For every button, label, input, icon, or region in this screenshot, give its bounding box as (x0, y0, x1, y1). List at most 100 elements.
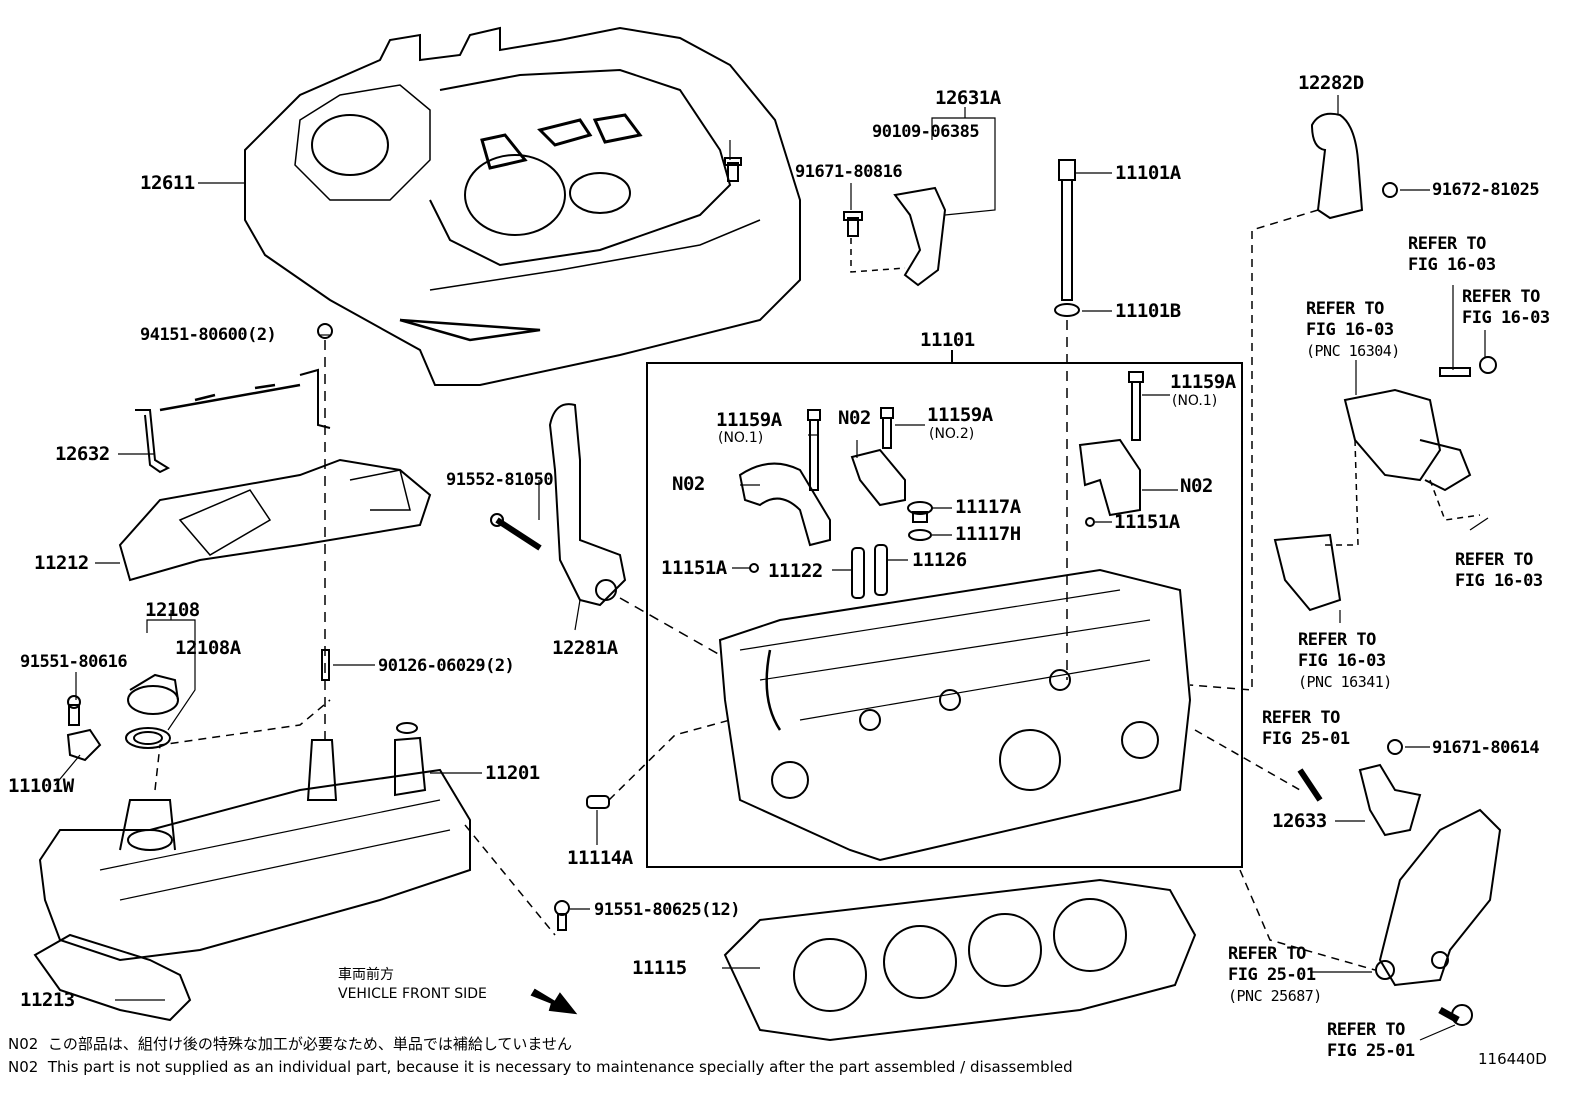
cam-cap-right[interactable] (1078, 438, 1141, 517)
reference-fig-25-01-pnc-25687[interactable]: REFER TO FIG 25-01 (PNC 25687) (1228, 944, 1322, 1007)
sensor-11101w[interactable] (66, 695, 102, 762)
reference-fig-16-03-pnc-16341[interactable]: REFER TO FIG 16-03 (PNC 16341) (1298, 630, 1392, 693)
engine-cover[interactable] (244, 26, 801, 386)
note-code: N02 (8, 1035, 39, 1053)
bolt-11101a[interactable] (1054, 159, 1080, 680)
dowel-11151a-right[interactable] (1085, 517, 1095, 527)
part-label-n02-mid[interactable]: N02 (838, 407, 871, 429)
part-label-11213[interactable]: 11213 (20, 989, 75, 1011)
part-label-n02-right[interactable]: N02 (1180, 475, 1213, 497)
vehicle-front-arrow (530, 988, 578, 1015)
reference-fig-16-03-top[interactable]: REFER TO FIG 16-03 (1408, 234, 1496, 276)
part-label-94151-80600[interactable]: 94151-80600(2) (140, 325, 277, 345)
reference-fig-25-01-bolt[interactable]: REFER TO FIG 25-01 (1327, 1020, 1415, 1062)
part-label-91671-80816[interactable]: 91671-80816 (795, 162, 903, 182)
part-label-11159a-right[interactable]: 11159A (1170, 371, 1236, 393)
cover-plate-11212[interactable] (118, 458, 432, 582)
vehicle-front-en: VEHICLE FRONT SIDE (338, 986, 487, 1002)
part-label-12633[interactable]: 12633 (1272, 810, 1327, 832)
oil-filler-cap[interactable] (125, 673, 179, 749)
valve-guide-11126[interactable] (874, 544, 888, 596)
bracket-12633[interactable] (1297, 739, 1422, 837)
bolt-11159a-right[interactable] (1128, 371, 1144, 441)
water-outlet[interactable] (1273, 356, 1497, 612)
engine-hanger-12281a[interactable] (548, 403, 721, 656)
part-label-12108a[interactable]: 12108A (175, 637, 241, 659)
cylinder-head-box (646, 350, 1243, 868)
plug-11117a[interactable] (907, 501, 933, 541)
part-label-12611[interactable]: 12611 (140, 172, 195, 194)
part-label-11212[interactable]: 11212 (34, 552, 89, 574)
reference-line2: FIG 25-01 (1327, 1041, 1415, 1061)
part-label-12631a[interactable]: 12631A (935, 87, 1001, 109)
reference-line2: FIG 16-03 (1408, 255, 1496, 275)
part-label-91552-81050[interactable]: 91552-81050 (446, 470, 554, 490)
reference-line1: REFER TO (1262, 708, 1340, 728)
part-label-90109-06385[interactable]: 90109-06385 (872, 122, 980, 142)
reference-line1: REFER TO (1462, 287, 1540, 307)
part-label-11126[interactable]: 11126 (912, 549, 967, 571)
reference-pnc: (PNC 25687) (1228, 987, 1322, 1005)
bolt-91551-80625[interactable] (554, 900, 570, 931)
part-label-11101a[interactable]: 11101A (1115, 162, 1181, 184)
part-label-11117h[interactable]: 11117H (955, 523, 1021, 545)
part-label-90126-06029[interactable]: 90126-06029(2) (378, 656, 515, 676)
figure-id: 116440D (1478, 1050, 1547, 1068)
part-label-11151a-left[interactable]: 11151A (661, 557, 727, 579)
cam-cap-mid[interactable] (850, 448, 906, 507)
part-sublabel-11159a-right: (NO.1) (1172, 393, 1218, 409)
part-label-91551-80616[interactable]: 91551-80616 (20, 652, 128, 672)
cam-cap-left[interactable] (738, 462, 831, 547)
part-sublabel-11159a-no2: (NO.2) (929, 426, 975, 442)
stud-90126-06029[interactable] (321, 649, 330, 681)
bracket-12632[interactable] (135, 323, 333, 740)
reference-fig-16-03-bolt[interactable]: REFER TO FIG 16-03 (1455, 550, 1543, 592)
reference-line1: REFER TO (1298, 630, 1376, 650)
engine-mount-bracket[interactable] (1194, 729, 1502, 1026)
part-label-91672-81025[interactable]: 91672-81025 (1432, 180, 1540, 200)
reference-fig-25-01-stud[interactable]: REFER TO FIG 25-01 (1262, 708, 1350, 750)
bolt-91552-81050[interactable] (490, 513, 542, 551)
cylinder-head-cover[interactable] (38, 699, 556, 962)
vehicle-front-label: 車両前方 VEHICLE FRONT SIDE (338, 966, 487, 1004)
note-code: N02 (8, 1058, 39, 1076)
pin-11114a[interactable] (586, 719, 731, 809)
part-label-11115[interactable]: 11115 (632, 957, 687, 979)
part-label-12281a[interactable]: 12281A (552, 637, 618, 659)
part-label-11101b[interactable]: 11101B (1115, 300, 1181, 322)
part-label-12632[interactable]: 12632 (55, 443, 110, 465)
reference-line2: FIG 25-01 (1228, 965, 1316, 985)
cylinder-head[interactable] (718, 568, 1192, 862)
bracket-12631a[interactable] (724, 157, 947, 287)
part-label-11114a[interactable]: 11114A (567, 847, 633, 869)
dowel-11151a-left[interactable] (749, 563, 759, 573)
part-label-11151a-right[interactable]: 11151A (1114, 511, 1180, 533)
valve-guide-11122[interactable] (851, 547, 865, 599)
part-label-11159a-no2[interactable]: 11159A (927, 404, 993, 426)
head-cover-gasket[interactable] (33, 933, 192, 1022)
reference-fig-16-03-nut[interactable]: REFER TO FIG 16-03 (1462, 287, 1550, 329)
part-label-n02-left[interactable]: N02 (672, 473, 705, 495)
part-label-11101[interactable]: 11101 (920, 329, 975, 351)
part-label-11101w[interactable]: 11101W (8, 775, 74, 797)
part-label-11201[interactable]: 11201 (485, 762, 540, 784)
part-label-91671-80614[interactable]: 91671-80614 (1432, 738, 1540, 758)
reference-pnc: (PNC 16304) (1306, 342, 1400, 360)
engine-hanger-12282d[interactable] (1189, 112, 1398, 691)
part-label-12108[interactable]: 12108 (145, 599, 200, 621)
bolt-11159a-no1[interactable] (807, 409, 821, 491)
reference-line2: FIG 16-03 (1306, 320, 1394, 340)
part-label-12282d[interactable]: 12282D (1298, 72, 1364, 94)
note-text: This part is not supplied as an individu… (47, 1058, 1073, 1076)
cylinder-head-gasket[interactable] (723, 878, 1197, 1042)
reference-fig-16-03-pnc-16304[interactable]: REFER TO FIG 16-03 (PNC 16304) (1306, 299, 1400, 362)
part-label-11122[interactable]: 11122 (768, 560, 823, 582)
part-label-11117a[interactable]: 11117A (955, 496, 1021, 518)
reference-line1: REFER TO (1327, 1020, 1405, 1040)
part-label-11159a-no1[interactable]: 11159A (716, 409, 782, 431)
part-sublabel-11159a-no1: (NO.1) (718, 430, 764, 446)
reference-pnc: (PNC 16341) (1298, 673, 1392, 691)
part-label-91551-80625[interactable]: 91551-80625(12) (594, 900, 741, 920)
reference-line1: REFER TO (1408, 234, 1486, 254)
bolt-11159a-no2[interactable] (880, 407, 894, 449)
